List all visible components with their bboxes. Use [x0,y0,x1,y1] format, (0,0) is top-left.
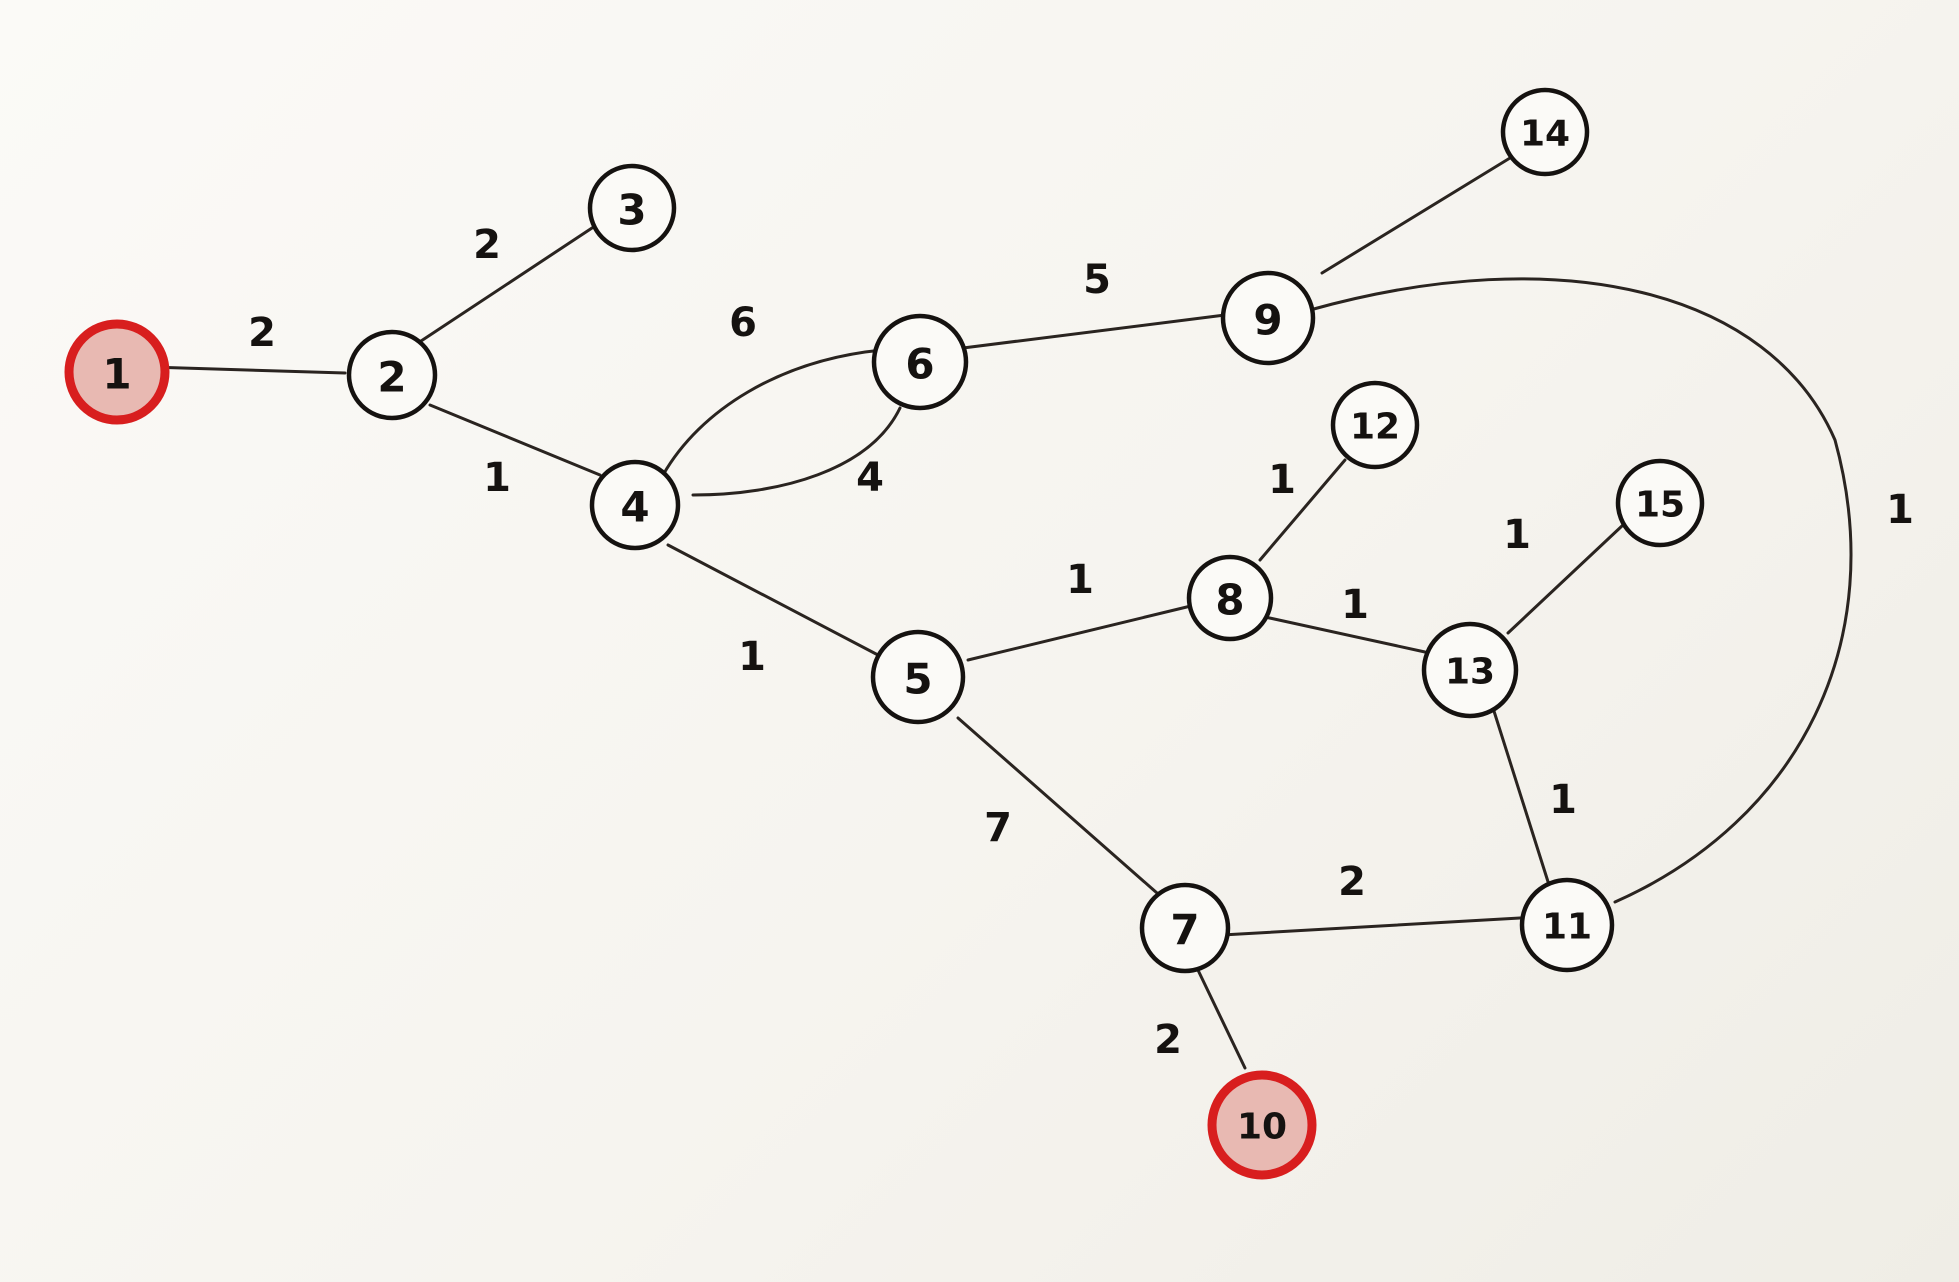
node-1-label: 1 [102,350,131,399]
weight-1-2: 2 [248,310,276,356]
node-2: 2 [346,329,438,421]
edge-4-6-upper [661,348,884,477]
weight-9-11: 1 [1886,487,1914,533]
node-3-label: 3 [617,186,646,235]
node-13: 13 [1421,621,1519,719]
edge-5-7 [956,716,1159,895]
node-13-circle [1421,621,1519,719]
weight-6-9: 5 [1083,257,1111,303]
node-14: 14 [1500,87,1590,177]
node-1: 1 [64,319,170,425]
edge-9-14 [1320,156,1512,275]
weight-8-13: 1 [1341,582,1369,628]
edge-9-11 [1308,277,1853,904]
node-8-circle [1186,554,1274,642]
node-12-label: 12 [1350,407,1400,448]
node-14-label: 14 [1520,114,1570,155]
edge-4-5 [666,543,880,657]
node-5-label: 5 [903,655,932,704]
weight-13-15: 1 [1503,512,1531,558]
nodes: 1 2 3 4 5 6 7 8 [64,87,1705,1180]
edge-8-13 [1263,615,1427,654]
weight-2-3: 2 [473,222,501,268]
edge-8-12 [1258,458,1347,562]
node-8-label: 8 [1215,576,1244,625]
node-14-circle [1500,87,1590,177]
weight-8-12: 1 [1268,457,1296,503]
weight-5-7: 7 [984,805,1012,851]
edge-13-11 [1491,706,1552,890]
node-3-circle [587,163,677,253]
node-7-label: 7 [1170,906,1199,955]
edge-13-15 [1506,523,1625,635]
node-9-label: 9 [1253,296,1282,345]
node-11-label: 11 [1542,907,1592,948]
node-10-label: 10 [1237,1107,1287,1148]
node-4-circle [589,459,681,551]
weight-13-11: 1 [1549,777,1577,823]
edge-2-4 [428,403,602,477]
node-9: 9 [1220,270,1316,366]
weight-2-4: 1 [483,455,511,501]
node-2-circle [346,329,438,421]
edge-6-9 [961,313,1227,350]
node-12: 12 [1330,380,1420,470]
weight-4-5: 1 [738,634,766,680]
node-7-circle [1139,882,1231,974]
node-6-label: 6 [905,340,934,389]
edge-7-10 [1195,966,1247,1070]
node-15-label: 15 [1635,485,1685,526]
edge-1-2 [148,365,347,375]
edge-7-11 [1220,916,1522,937]
edge-4-6-lower [691,406,902,497]
node-3: 3 [587,163,677,253]
node-2-label: 2 [377,353,406,402]
edge-5-8 [966,603,1197,662]
node-15-circle [1615,458,1705,548]
node-8: 8 [1186,554,1274,642]
edge-weights: 2 2 1 6 4 5 1 1 1 1 1 1 1 7 2 2 [248,222,1914,1063]
node-5: 5 [870,629,966,725]
weight-4-6-lower: 4 [856,455,884,501]
node-6-circle [871,313,969,411]
weight-5-8: 1 [1066,557,1094,603]
weight-4-6-upper: 6 [729,300,757,346]
node-7: 7 [1139,882,1231,974]
node-4: 4 [589,459,681,551]
node-13-label: 13 [1445,652,1495,693]
node-12-circle [1330,380,1420,470]
edges [148,156,1853,1070]
node-11-circle [1519,877,1615,973]
node-11: 11 [1519,877,1615,973]
node-10: 10 [1207,1070,1317,1180]
node-1-circle [64,319,170,425]
node-10-circle [1207,1070,1317,1180]
edge-2-3 [413,226,594,347]
weight-7-11: 2 [1338,859,1366,905]
weight-7-10: 2 [1154,1017,1182,1063]
node-5-circle [870,629,966,725]
node-6: 6 [871,313,969,411]
node-4-label: 4 [620,483,649,532]
node-15: 15 [1615,458,1705,548]
node-9-circle [1220,270,1316,366]
